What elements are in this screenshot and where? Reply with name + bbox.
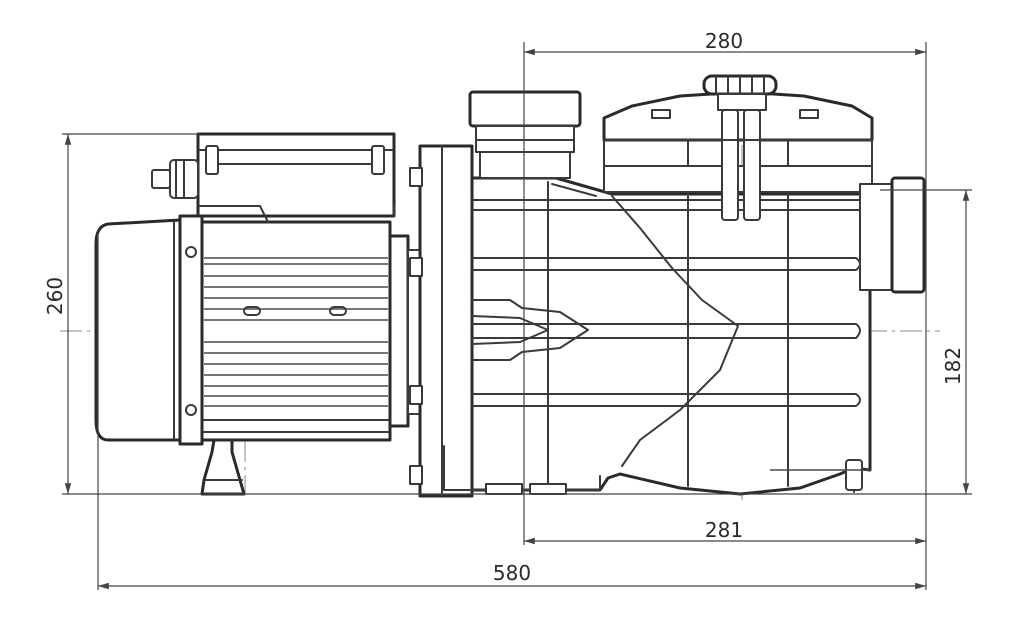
outlet-port bbox=[468, 90, 582, 179]
motor-cooling-fins bbox=[203, 257, 389, 433]
motor-body bbox=[200, 220, 392, 442]
dim-label-281: 281 bbox=[705, 518, 743, 542]
dim-label-580: 580 bbox=[493, 561, 531, 585]
terminal-box bbox=[151, 132, 396, 223]
pump-body bbox=[443, 139, 872, 496]
motor-flange bbox=[178, 214, 204, 446]
dim-label-260: 260 bbox=[43, 277, 67, 315]
outlet-port-top bbox=[468, 90, 582, 128]
inlet-port-union bbox=[890, 176, 926, 294]
motor-front-ring bbox=[388, 234, 410, 428]
seal-plate bbox=[418, 144, 474, 498]
dim-label-280: 280 bbox=[705, 29, 743, 53]
terminal-box-cover bbox=[196, 132, 396, 218]
pump-flange bbox=[409, 144, 474, 498]
dim-label-182: 182 bbox=[941, 347, 965, 385]
dimension-lines bbox=[62, 42, 972, 590]
strainer-lid bbox=[602, 74, 874, 221]
inlet-port bbox=[859, 176, 926, 294]
motor-assembly bbox=[94, 214, 423, 496]
motor-foot bbox=[200, 438, 246, 496]
motor-end-cap bbox=[94, 218, 184, 442]
